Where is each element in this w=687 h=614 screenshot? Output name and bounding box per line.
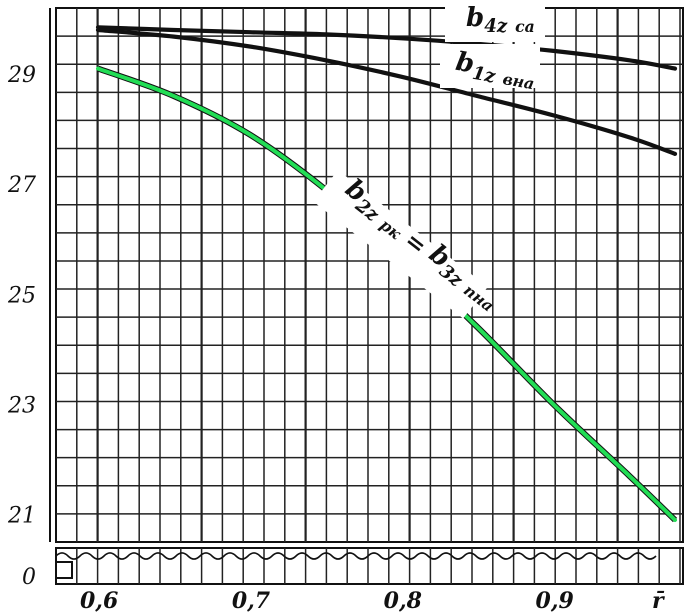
x-tick-label: 0,6 xyxy=(80,588,118,614)
series-line-2 xyxy=(95,27,678,156)
label-part: 1z xyxy=(471,63,498,88)
y-tick-label: 21 xyxy=(7,503,36,528)
x-axis-label: r̄ xyxy=(652,588,665,614)
label-part: b xyxy=(453,47,476,80)
y-tick-label: 27 xyxy=(7,173,36,198)
y-zero-label: 0 xyxy=(22,565,36,590)
label-part: 4z xyxy=(484,16,508,37)
label-bg-3 xyxy=(313,170,488,319)
plot-frame xyxy=(55,7,684,543)
label-bg-2 xyxy=(440,44,540,88)
zero-box xyxy=(55,561,73,579)
series-line-1 xyxy=(95,25,678,71)
y-tick-label: 25 xyxy=(7,283,36,308)
label-part: ca xyxy=(515,17,535,36)
x-tick-label: 0,7 xyxy=(232,588,271,614)
x-tick-label: 0,8 xyxy=(384,588,422,614)
y-tick-label: 23 xyxy=(7,393,36,418)
label-part: вна xyxy=(501,69,536,93)
label-b2z-rk-b3z-pna: b2zрк=b3zпна xyxy=(337,174,506,317)
series-line-3 xyxy=(96,66,677,522)
label-bg-1 xyxy=(445,2,545,42)
series-line-outline xyxy=(96,65,678,523)
tick-labels: 29 27 25 23 21 0 0,6 0,7 0,8 0,9 r̄ xyxy=(7,63,665,614)
break-wave-top xyxy=(55,552,657,560)
series-layer xyxy=(95,25,678,523)
axis-break xyxy=(55,547,684,585)
grid-lines xyxy=(49,7,684,543)
label-part: b xyxy=(466,3,484,33)
x-tick-label: 0,9 xyxy=(536,588,574,614)
label-b4z-ca: b4z ca xyxy=(466,3,535,37)
y-tick-label: 29 xyxy=(7,63,36,88)
